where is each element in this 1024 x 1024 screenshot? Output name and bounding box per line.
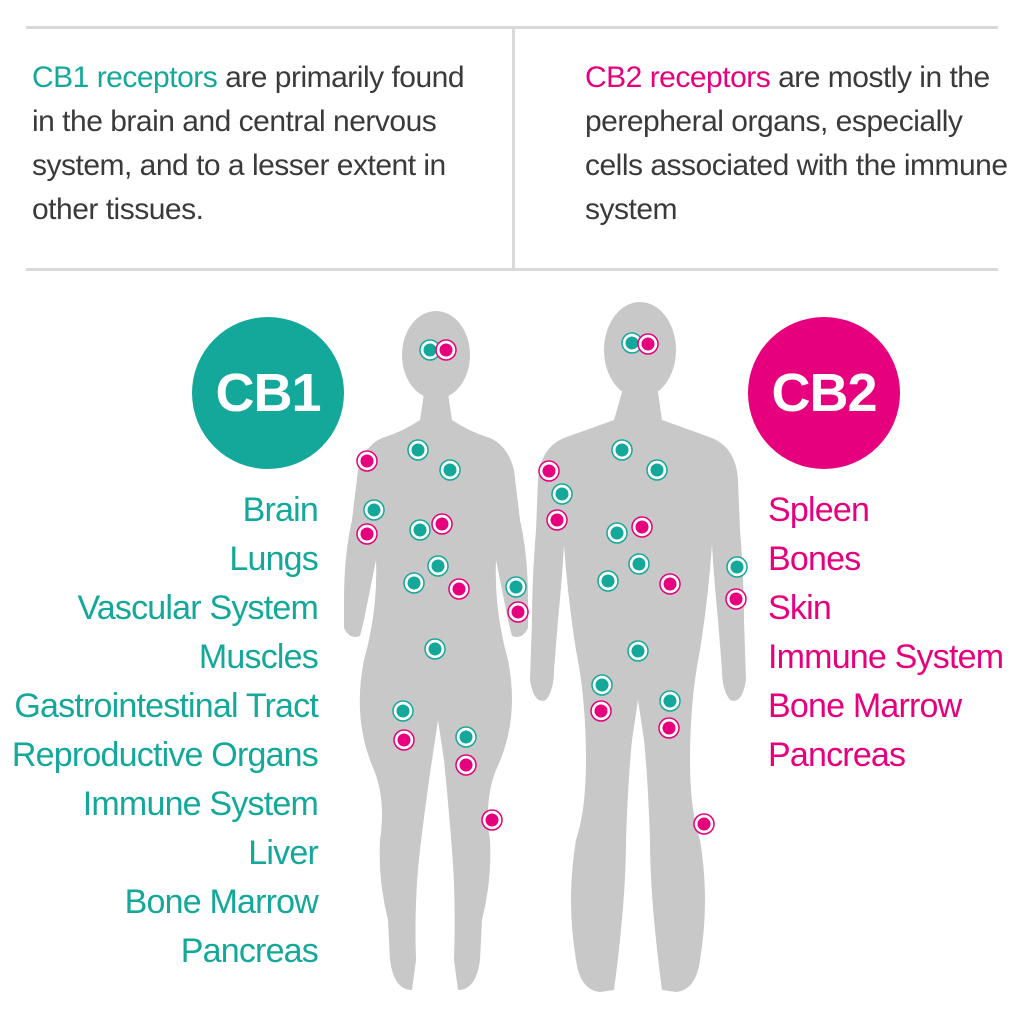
cb1-receptor-dot [632,557,646,571]
cb1-receptor-dot [423,343,437,357]
cb1-receptor-dot [443,463,457,477]
cb2-receptor-dot [360,527,374,541]
cb1-receptor-dot [509,580,523,594]
cb2-list-item: Skin [768,589,832,627]
cb1-receptor-dot [650,463,664,477]
cb1-list-item: Gastrointestinal Tract [14,687,318,725]
cb1-receptor-dot [413,523,427,537]
cb1-receptor-dot [367,503,381,517]
cb1-list-item: Pancreas [180,932,319,970]
cb1-receptor-dot [396,704,410,718]
cb2-list-item: Bone Marrow [768,687,962,725]
cb2-receptor-dot [542,464,556,478]
cb2-badge: CB2 [748,317,900,469]
cb2-receptor-dot [459,758,473,772]
cb1-badge: CB1 [192,317,344,469]
cb2-receptor-dot [697,817,711,831]
cb1-receptor-dot [555,487,569,501]
cb2-receptor-dot [485,813,499,827]
cb1-list-item: Liver [248,834,319,872]
cb1-list-item: Reproductive Organs [11,736,319,774]
cb2-receptor-dot [435,517,449,531]
cb2-receptor-dot [511,605,525,619]
cb2-list-item: Spleen [768,491,870,529]
cb1-receptor-dot [663,694,677,708]
cb1-description-highlight: CB1 receptors [32,61,218,94]
cb2-location-list: Spleen Bones Skin Immune System Bone Mar… [768,486,1004,780]
cb1-list-item: Vascular System [77,589,318,627]
cb1-receptor-dot [601,574,615,588]
cb1-receptor-dot [610,526,624,540]
cb1-receptor-dot [407,576,421,590]
cb1-receptor-dot [431,559,445,573]
cb1-receptor-dot [615,443,629,457]
cb1-receptor-dot [459,730,473,744]
cb2-receptor-dot [452,582,466,596]
cb2-receptor-dot [594,704,608,718]
cb1-receptor-dot [730,560,744,574]
cb1-location-list: Brain Lungs Vascular System Muscles Gast… [11,486,319,976]
cb1-list-item: Lungs [229,540,318,578]
cb2-receptor-dot [550,513,564,527]
cb2-receptor-dot [662,721,676,735]
cb2-list-item: Pancreas [768,736,906,774]
cb2-list-item: Bones [768,540,861,578]
cb1-list-item: Muscles [198,638,319,676]
cb2-description-text: are mostly in the perepheral organs, esp… [585,61,1008,226]
cb2-receptor-dot [641,337,655,351]
cb1-receptor-dot [625,336,639,350]
cb1-list-item: Immune System [82,785,319,823]
cb2-list-item: Immune System [768,638,1004,676]
cb1-receptor-dot [411,443,425,457]
cb1-list-item: Brain [242,491,319,529]
cb2-receptor-dot [729,592,743,606]
cb2-receptor-dot [439,343,453,357]
cb1-receptor-dot [631,644,645,658]
cb1-description-text: are primarily found in the brain and cen… [32,61,465,226]
center-divider [512,28,515,270]
cb2-receptor-dot [397,733,411,747]
cb2-receptor-dot [360,454,374,468]
cb2-receptor-dot [635,520,649,534]
top-divider [26,26,998,29]
cb1-receptor-dot [595,678,609,692]
cb1-list-item: Bone Marrow [124,883,319,921]
cb1-receptor-dot [428,642,442,656]
cb2-description: CB2 receptors are mostly in the perepher… [585,56,1015,232]
receptor-markers [356,332,748,835]
cb2-description-highlight: CB2 receptors [585,61,771,94]
cb1-description: CB1 receptors are primarily found in the… [32,56,487,232]
cb2-receptor-dot [663,577,677,591]
